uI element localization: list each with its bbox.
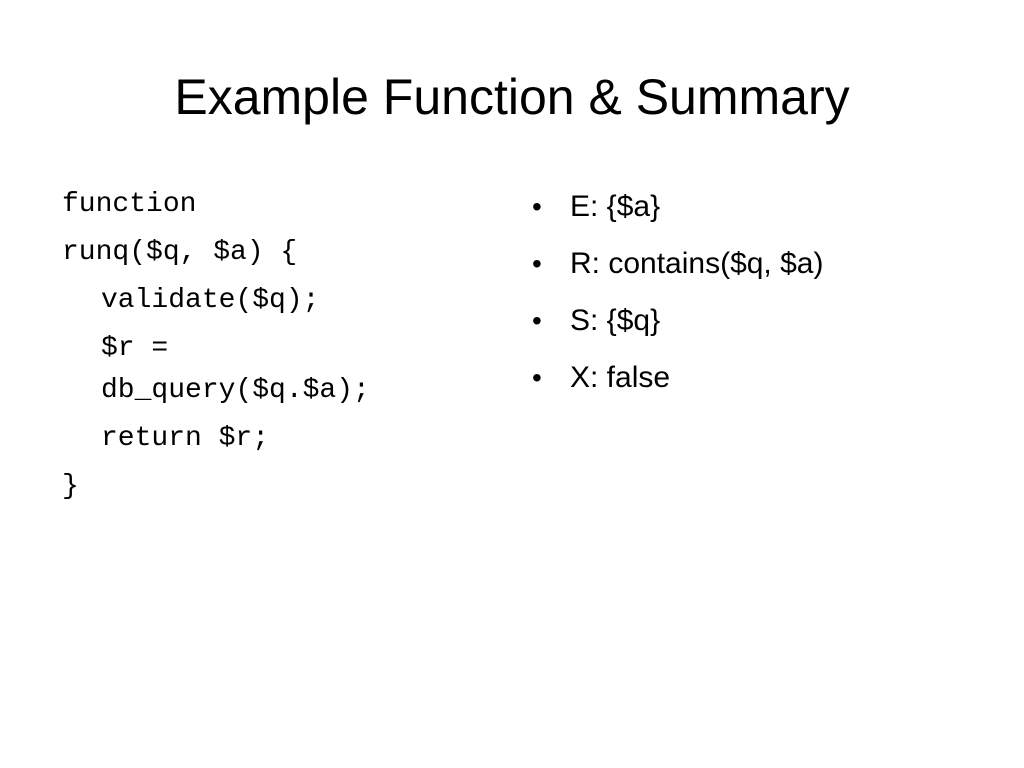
bullet-item: • R: contains($q, $a) xyxy=(530,243,990,285)
code-line: return $r; xyxy=(101,423,270,454)
bullet-icon: • xyxy=(532,305,542,336)
bullet-text: S: {$q} xyxy=(570,304,661,337)
bullet-icon: • xyxy=(532,191,542,222)
code-line: $r = db_query($q.$a); xyxy=(101,333,370,406)
bullet-item: • X: false xyxy=(530,357,990,399)
summary-bullet-list: • E: {$a} • R: contains($q, $a) • S: {$q… xyxy=(530,186,990,414)
bullet-text: X: false xyxy=(570,361,671,394)
bullet-item: • E: {$a} xyxy=(530,186,990,228)
code-line: } xyxy=(62,471,79,502)
code-block: function runq($q, $a) { validate($q); $r… xyxy=(62,184,482,514)
code-line: function xyxy=(62,189,197,220)
bullet-icon: • xyxy=(532,248,542,279)
code-line: validate($q); xyxy=(101,285,320,316)
code-line: runq($q, $a) { xyxy=(62,237,298,268)
bullet-icon: • xyxy=(532,362,542,393)
slide-title: Example Function & Summary xyxy=(174,69,850,125)
bullet-text: E: {$a} xyxy=(570,190,661,223)
bullet-item: • S: {$q} xyxy=(530,300,990,342)
bullet-text: R: contains($q, $a) xyxy=(570,247,824,280)
